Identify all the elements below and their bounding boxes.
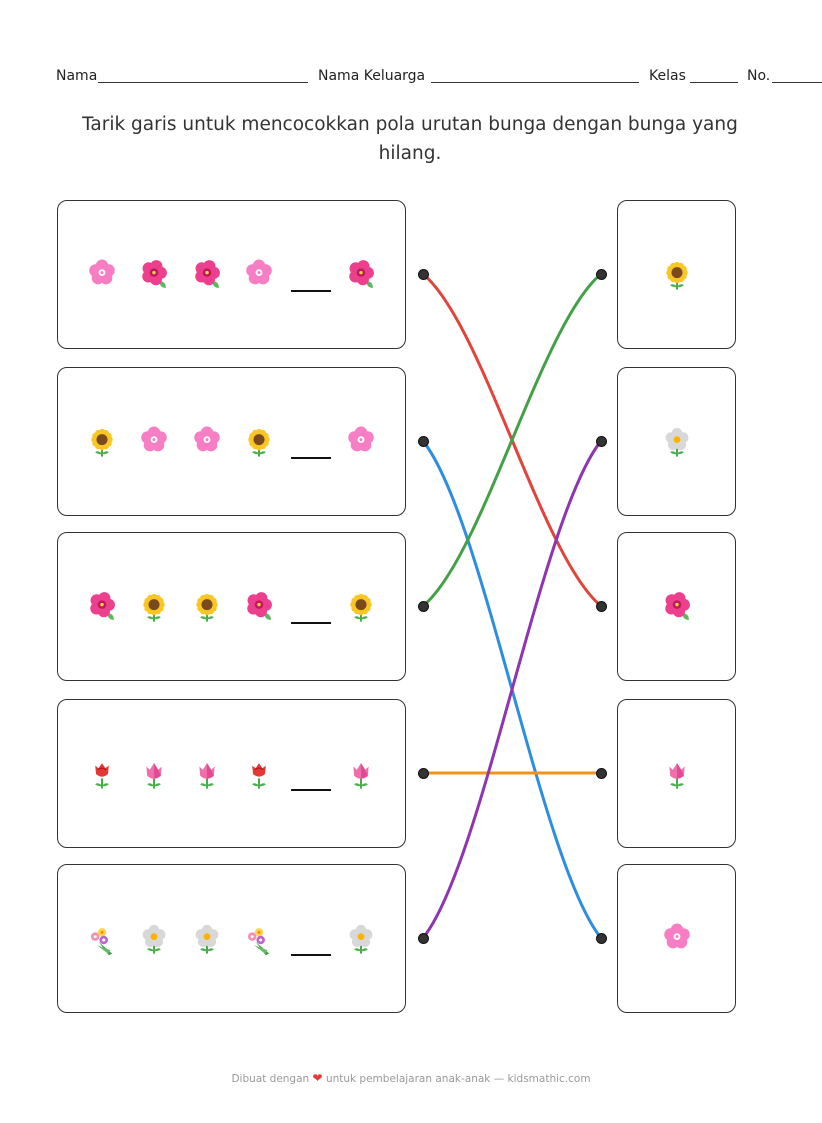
bouquet-icon [242,923,276,961]
bouquet-icon [85,923,119,961]
name-label: Nama [56,68,98,84]
sequence-box [57,699,406,848]
white-flower-icon [660,426,694,464]
connection-line [421,439,603,940]
heart-icon: ❤ [312,1071,323,1085]
connection-line [421,272,603,608]
left-dot[interactable] [417,767,429,779]
tulip-icon [344,758,378,796]
white-flower-icon [137,923,171,961]
class-field[interactable] [690,82,738,83]
cherry-blossom-icon [660,923,694,961]
missing-flower-blank [291,290,331,292]
number-label: No. [747,68,771,84]
footer-text-before: Dibuat dengan [231,1073,310,1085]
left-dot[interactable] [417,932,429,944]
missing-flower-blank [291,789,331,791]
hibiscus-icon [137,259,171,297]
sunflower-icon [242,426,276,464]
cherry-blossom-icon [242,259,276,297]
instruction-text: Tarik garis untuk mencocokkan pola uruta… [82,114,738,164]
sunflower-icon [344,591,378,629]
cherry-blossom-icon [85,259,119,297]
rose-icon [242,758,276,796]
cherry-blossom-icon [344,426,378,464]
hibiscus-icon [242,591,276,629]
missing-flower-blank [291,457,331,459]
connection-line [421,272,603,608]
hibiscus-icon [660,591,694,629]
name-field[interactable] [98,82,308,83]
left-dot[interactable] [417,268,429,280]
class-label: Kelas [649,68,686,84]
tulip-icon [190,758,224,796]
right-dot[interactable] [595,600,607,612]
family-name-label: Nama Keluarga [318,68,426,84]
hibiscus-icon [344,259,378,297]
sequence-box [57,532,406,681]
sunflower-icon [660,259,694,297]
tulip-icon [137,758,171,796]
cherry-blossom-icon [137,426,171,464]
number-field[interactable] [772,82,822,83]
cherry-blossom-icon [190,426,224,464]
connection-line [421,439,603,940]
white-flower-icon [190,923,224,961]
sunflower-icon [85,426,119,464]
left-dot[interactable] [417,600,429,612]
footer: Dibuat dengan ❤ untuk pembelajaran anak-… [0,1071,822,1085]
missing-flower-blank [291,954,331,956]
right-dot[interactable] [595,268,607,280]
white-flower-icon [344,923,378,961]
sequence-box [57,200,406,349]
sequence-box [57,367,406,516]
sunflower-icon [190,591,224,629]
student-info-header: Nama Nama Keluarga Kelas No. [0,68,822,90]
family-name-field[interactable] [431,82,639,83]
hibiscus-icon [85,591,119,629]
sunflower-icon [137,591,171,629]
rose-icon [85,758,119,796]
left-dot[interactable] [417,435,429,447]
right-dot[interactable] [595,435,607,447]
right-dot[interactable] [595,767,607,779]
tulip-icon [660,758,694,796]
footer-text-after: untuk pembelajaran anak-anak — kidsmathi… [325,1073,591,1085]
sequence-box [57,864,406,1013]
right-dot[interactable] [595,932,607,944]
hibiscus-icon [190,259,224,297]
missing-flower-blank [291,622,331,624]
